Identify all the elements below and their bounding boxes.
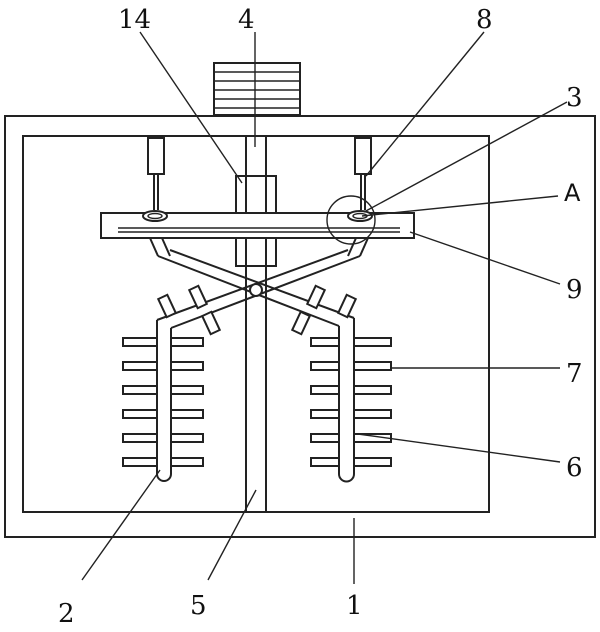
label-6: 6 xyxy=(566,453,583,483)
label-3: 3 xyxy=(566,83,583,113)
leader-lines xyxy=(81,31,568,584)
label-a: A xyxy=(564,179,581,207)
label-a-text: A xyxy=(564,179,581,207)
label-5: 5 xyxy=(190,591,207,621)
left-cylinder xyxy=(147,137,165,210)
label-4: 4 xyxy=(238,5,255,35)
label-1: 1 xyxy=(346,591,363,621)
arm-overlay xyxy=(156,318,355,474)
label-14: 14 xyxy=(118,5,151,35)
angled-paddles xyxy=(156,284,358,336)
right-cylinder xyxy=(354,137,372,210)
label-8: 8 xyxy=(476,5,493,35)
label-9: 9 xyxy=(566,275,583,305)
central-shaft xyxy=(235,135,277,513)
sliders xyxy=(142,210,373,222)
detail-circle-a xyxy=(326,195,376,245)
motor xyxy=(213,62,301,116)
label-7: 7 xyxy=(566,359,583,389)
label-2: 2 xyxy=(58,599,75,627)
